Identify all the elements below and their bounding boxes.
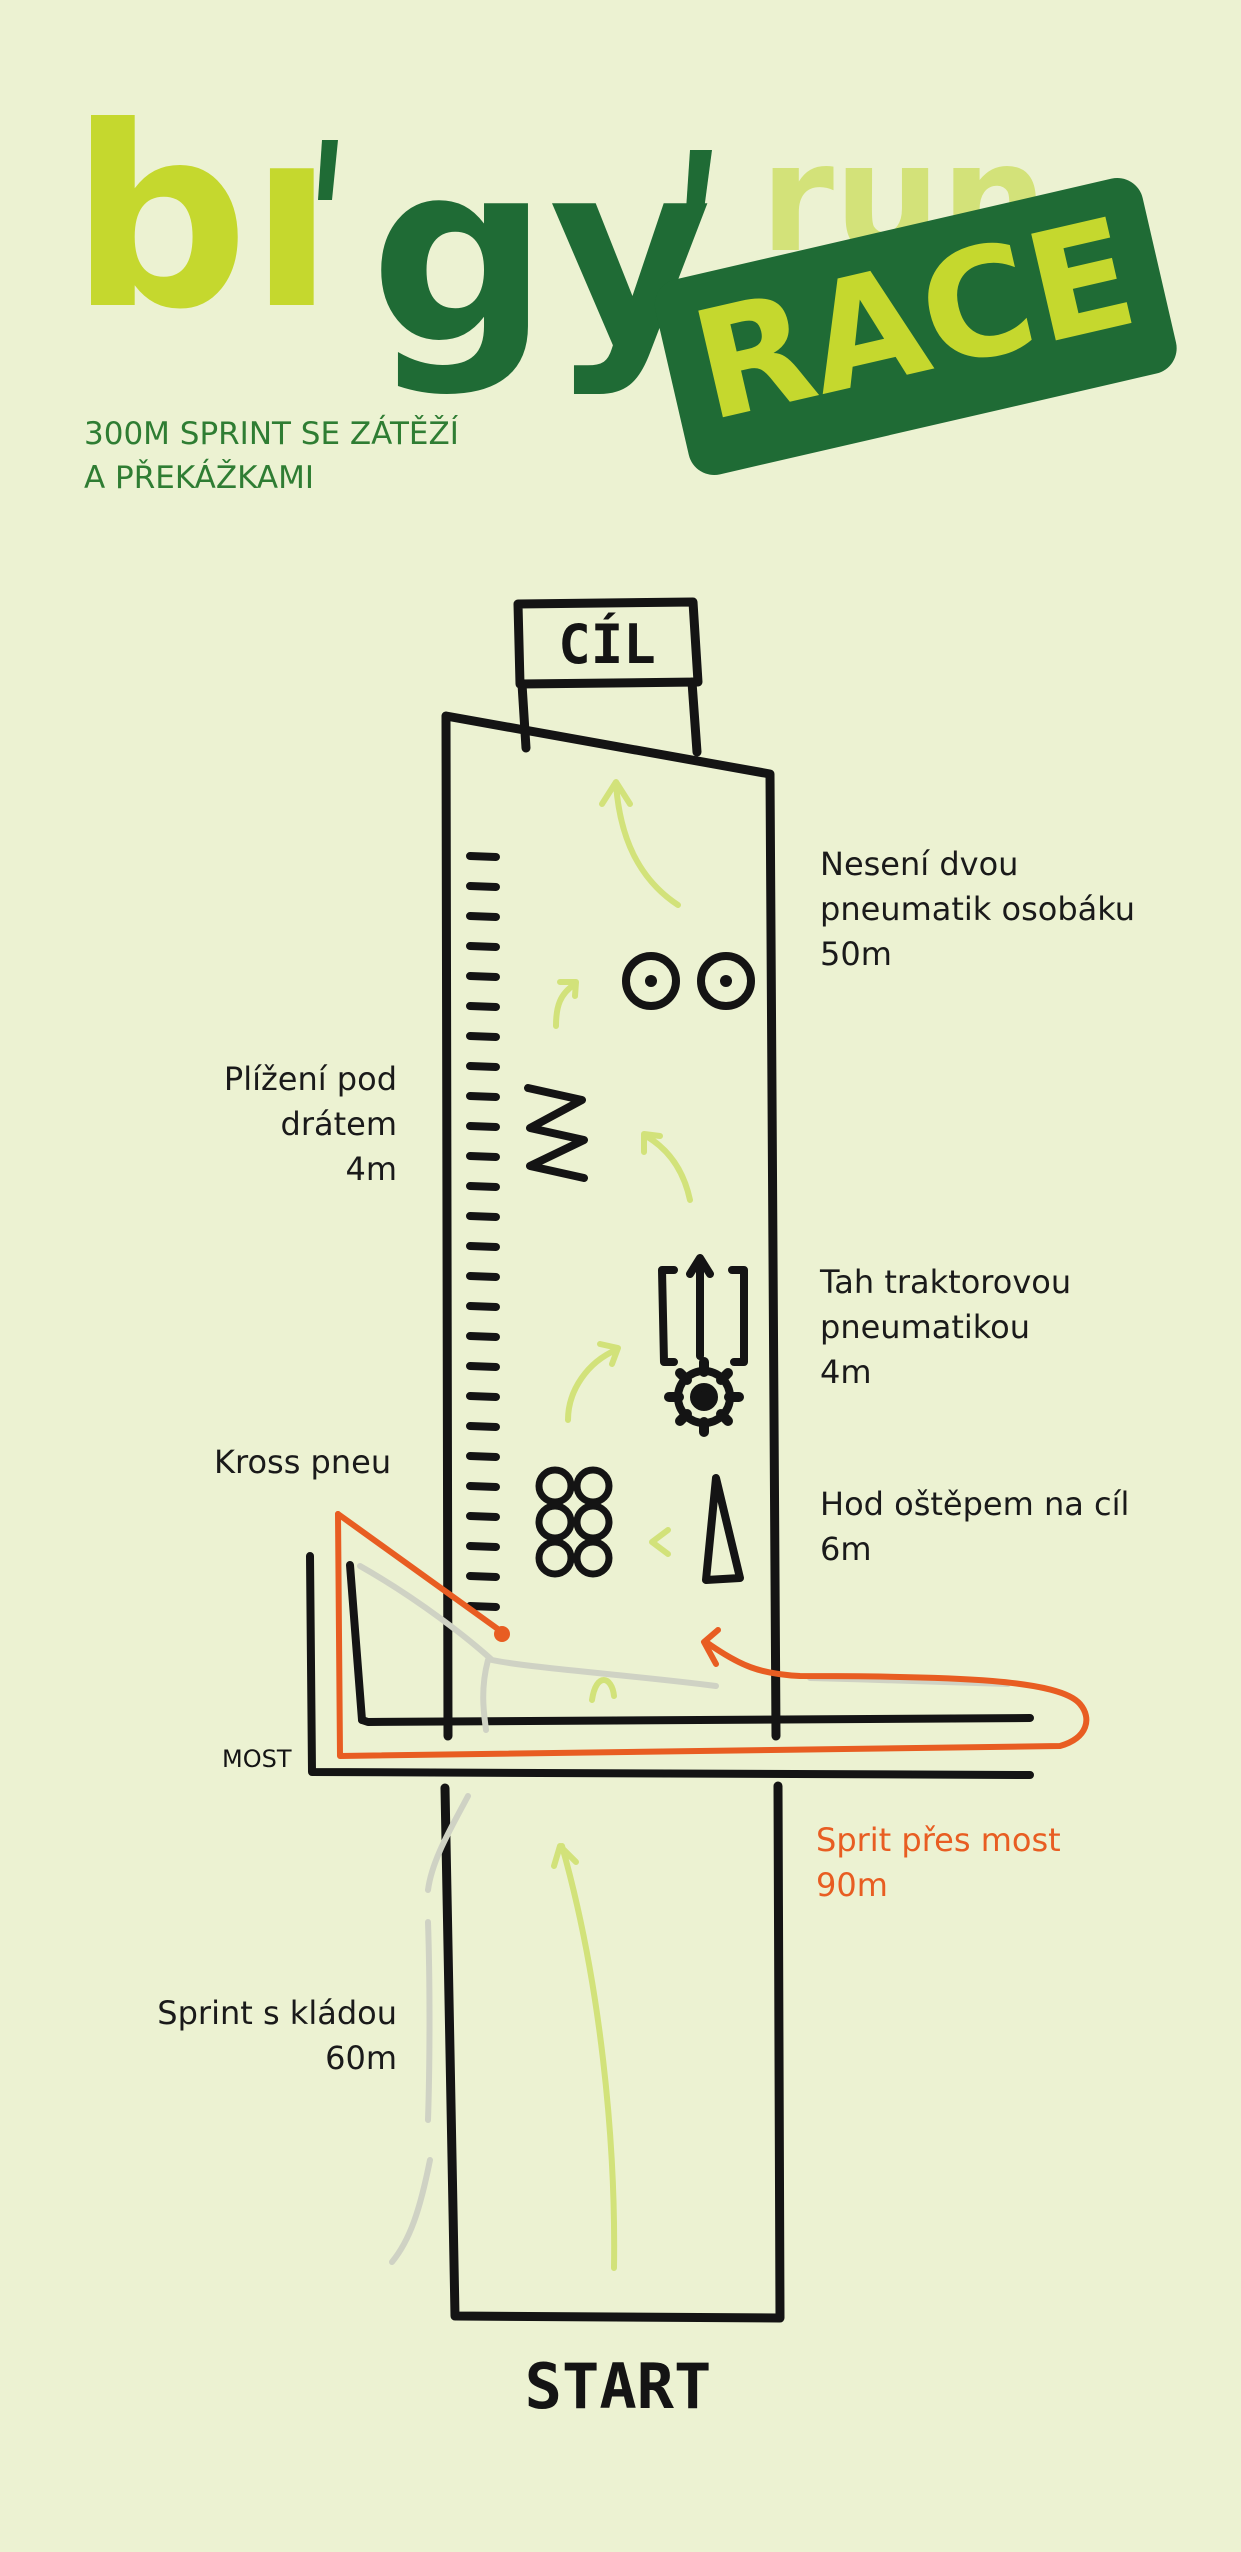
log-path-icon <box>357 1563 1011 2265</box>
javelin-target-icon <box>702 1474 744 1584</box>
station-log-sprint-line-1: Sprint s kládou <box>157 1994 397 2032</box>
station-tractor-tire-line-2: pneumatikou <box>820 1308 1031 1346</box>
barbed-wire-icon <box>466 852 500 1611</box>
station-tractor-tire-line-1: Tah traktorovou <box>820 1263 1072 1301</box>
tractor-tire-icon <box>658 1254 748 1437</box>
bridge-top <box>358 1714 1034 1726</box>
lower-lane <box>440 1781 785 2323</box>
bridge-label: MOST <box>222 1745 292 1773</box>
station-kross-line-1: Kross pneu <box>214 1443 392 1481</box>
logo-apostrophe-2 <box>686 150 712 210</box>
logo-b-letter: bı <box>70 73 335 364</box>
station-javelin-line-1: Hod oštěpem na cíl <box>820 1485 1130 1523</box>
two-tires-icon <box>622 952 755 1010</box>
route-arrows <box>551 779 693 2271</box>
station-javelin-line-2: 6m <box>820 1530 872 1568</box>
brand-logo: bı run gy RACE <box>70 73 1177 475</box>
start-label: START <box>525 2350 712 2423</box>
station-tractor-tire: Tah traktorovou pneumatikou 4m <box>820 1260 1071 1395</box>
logo-gy-letters: gy <box>370 108 712 399</box>
station-tires-carry-line-3: 50m <box>820 935 892 973</box>
station-crawl-line-2: drátem <box>280 1105 397 1143</box>
station-bridge-sprint: Sprit přes most 90m <box>816 1818 1061 1908</box>
tire-grid-icon <box>535 1466 613 1578</box>
station-tires-carry: Nesení dvou pneumatik osobáku 50m <box>820 842 1135 977</box>
station-tires-carry-line-1: Nesení dvou <box>820 845 1019 883</box>
station-crawl-line-3: 4m <box>345 1150 397 1188</box>
subtitle-line-1: 300M SPRINT SE ZÁTĚŽÍ <box>84 416 459 452</box>
subtitle-line-2: A PŘEKÁŽKAMI <box>84 460 314 496</box>
station-javelin: Hod oštěpem na cíl 6m <box>820 1482 1129 1572</box>
finish-label: CÍL <box>558 613 656 676</box>
crawl-zigzag-icon <box>524 1084 588 1182</box>
station-log-sprint: Sprint s kládou 60m <box>157 1991 397 2081</box>
orange-route <box>335 1511 1090 1759</box>
station-tractor-tire-line-3: 4m <box>820 1353 872 1391</box>
station-bridge-sprint-line-2: 90m <box>816 1866 888 1904</box>
station-crawl: Plížení pod drátem 4m <box>224 1057 397 1192</box>
subtitle: 300M SPRINT SE ZÁTĚŽÍ A PŘEKÁŽKAMI <box>84 412 459 500</box>
station-bridge-sprint-line-1: Sprit přes most <box>816 1821 1061 1859</box>
bridge-left-post <box>306 1552 1034 1779</box>
logo-apostrophe-1 <box>318 140 338 200</box>
station-log-sprint-line-2: 60m <box>325 2039 397 2077</box>
station-crawl-line-1: Plížení pod <box>223 1060 397 1098</box>
course-map: CÍL <box>222 597 1090 2423</box>
station-tires-carry-line-2: pneumatik osobáku <box>820 890 1136 928</box>
station-kross: Kross pneu <box>214 1440 391 1485</box>
finish-box: CÍL <box>513 597 703 757</box>
upper-lane <box>441 711 781 1741</box>
